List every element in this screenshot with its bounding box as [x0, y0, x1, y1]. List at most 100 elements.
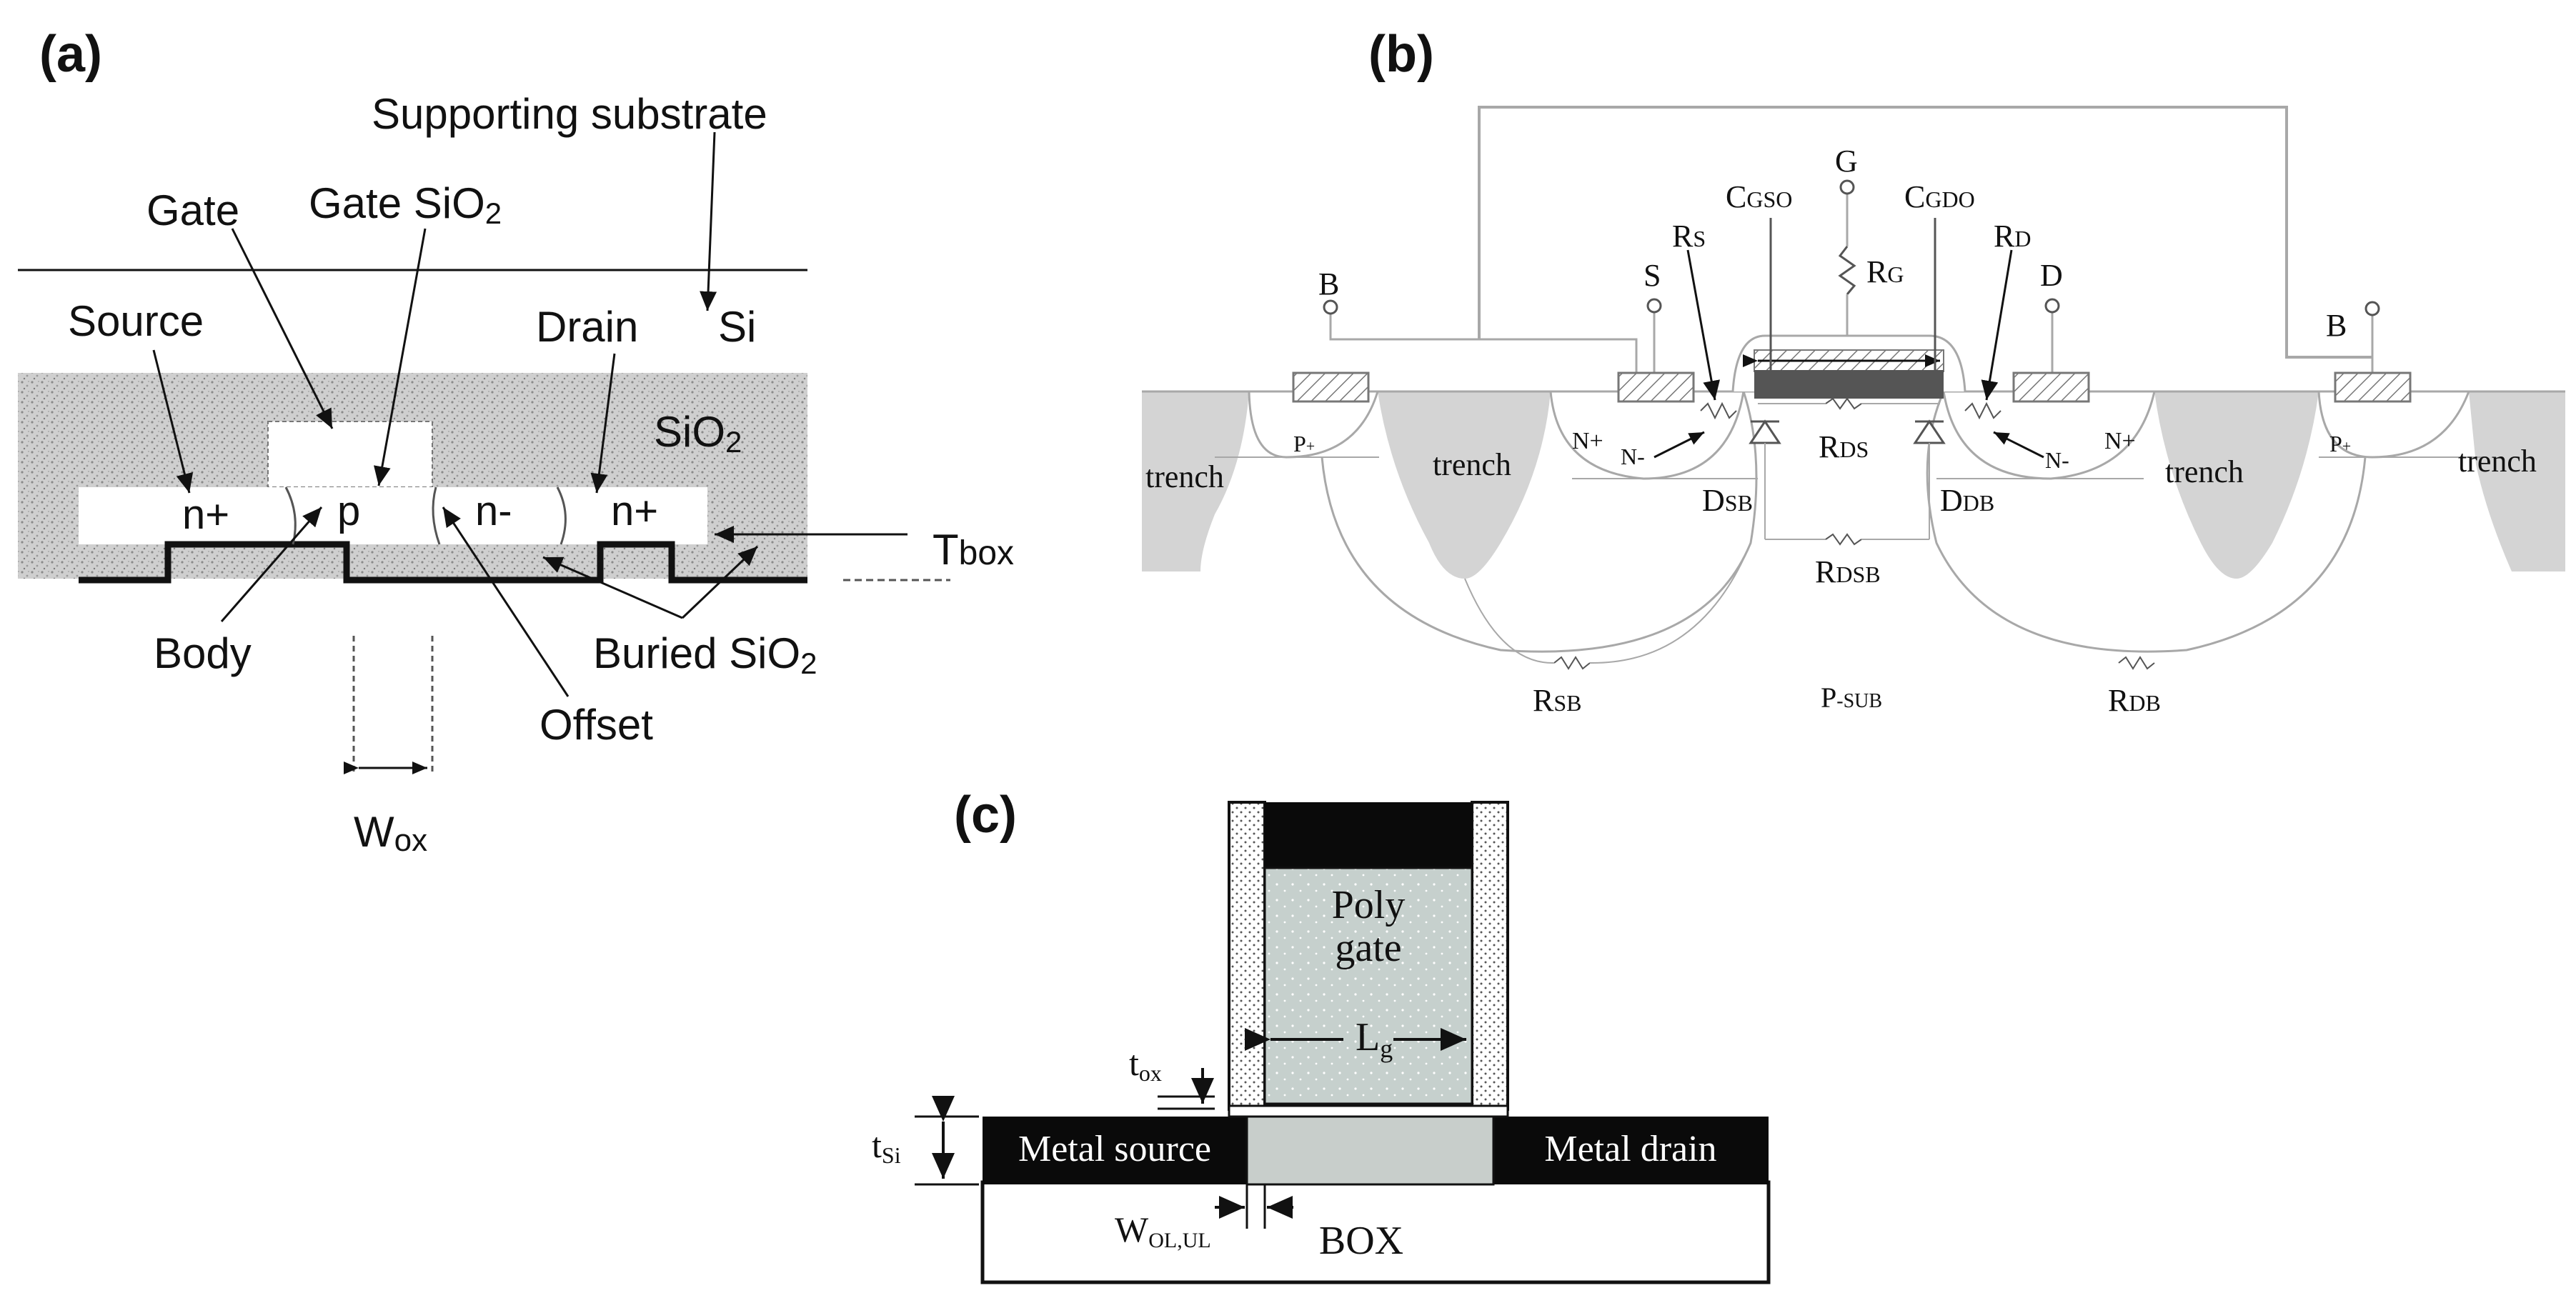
- label-trench-4: trench: [2458, 444, 2537, 479]
- trench-2: [1378, 391, 1551, 579]
- label-offset: Offset: [539, 701, 653, 749]
- ddb-text: D: [1940, 483, 1963, 518]
- rdsb-sub: DSB: [1836, 561, 1880, 587]
- label-drain-a: Drain: [536, 303, 638, 351]
- label-rsb: RSB: [1533, 683, 1582, 718]
- tbox-sub: box: [959, 534, 1014, 572]
- p-plus-left-text: P: [1293, 431, 1306, 456]
- rs-sub: S: [1693, 226, 1706, 251]
- sio2-sub: 2: [725, 425, 742, 459]
- wolul-sub: OL,UL: [1148, 1229, 1210, 1252]
- rd-sub: D: [2014, 226, 2031, 251]
- p-sub-text: P: [1821, 682, 1836, 714]
- contact-b-left: [1292, 371, 1370, 403]
- label-tsi: tSi: [872, 1125, 901, 1168]
- channel-region: [1245, 1115, 1495, 1186]
- label-n-minus: n-: [475, 488, 512, 534]
- label-rds: RDS: [1819, 429, 1869, 464]
- dsb-sub: SB: [1725, 490, 1753, 516]
- label-rdb: RDB: [2108, 683, 2161, 718]
- label-gate-c: gate: [1335, 926, 1401, 970]
- label-tbox: Tbox: [933, 526, 1014, 574]
- rsb-text: R: [1533, 683, 1554, 718]
- label-s: S: [1643, 258, 1661, 293]
- gate-cap: [1265, 802, 1472, 868]
- box-layer: [980, 1180, 1771, 1284]
- panel-a-label: (a): [39, 26, 102, 83]
- tsi-sub: Si: [882, 1142, 901, 1168]
- rds-sub: DS: [1839, 436, 1869, 462]
- contact-d: [2012, 371, 2090, 403]
- panel-c-label: (c): [954, 787, 1017, 844]
- label-cgdo: CGDO: [1904, 179, 1975, 214]
- buried-sio2-text: Buried SiO: [593, 629, 800, 677]
- dsb-text: D: [1702, 483, 1725, 518]
- rd-text: R: [1994, 219, 2015, 254]
- cgso-text: C: [1726, 179, 1746, 214]
- panel-a: (a) Supporting substrate Gate Gate SiO2: [18, 26, 1014, 858]
- label-n-plus-b-left: N+: [1572, 428, 1603, 454]
- gate-electrode: [267, 421, 433, 488]
- trench-1: [1142, 391, 1249, 571]
- label-gate-sio2: Gate SiO2: [309, 179, 502, 230]
- gate-oxide-bar: [1754, 370, 1944, 399]
- label-source-a: Source: [68, 297, 204, 345]
- left-spacer: [1228, 801, 1266, 1111]
- tox-sub: ox: [1139, 1060, 1162, 1086]
- label-n-plus-b-right: N+: [2104, 428, 2136, 454]
- metal-source-region: [983, 1117, 1247, 1184]
- contact-s: [1617, 371, 1695, 403]
- label-d: D: [2040, 258, 2063, 293]
- cgdo-text: C: [1904, 179, 1925, 214]
- tsi-text: t: [872, 1125, 882, 1165]
- label-body: Body: [154, 629, 252, 677]
- label-dsb: DSB: [1702, 483, 1753, 518]
- contact-b-right: [2334, 371, 2412, 403]
- buried-sio2-sub: 2: [800, 646, 817, 680]
- label-poly: Poly: [1332, 883, 1406, 927]
- label-p-region: p: [337, 488, 360, 534]
- label-p-sub: P-SUB: [1821, 682, 1882, 714]
- label-n-minus-b-right: N-: [2045, 447, 2069, 473]
- label-n-plus-left: n+: [182, 491, 229, 538]
- rdb-sub: DB: [2129, 690, 2160, 716]
- label-wolul: WOL,UL: [1115, 1209, 1211, 1252]
- label-trench-3: trench: [2165, 454, 2244, 489]
- panel-c: (c) Poly gate Lg tox tSi Meta: [872, 787, 1771, 1284]
- label-b-right: B: [2326, 308, 2347, 343]
- panel-b: (b): [1142, 26, 2565, 718]
- rs-text: R: [1672, 219, 1694, 254]
- gate-sio2-sub: 2: [485, 196, 502, 230]
- trench-3: [2154, 391, 2319, 579]
- tbox-text: T: [933, 526, 959, 574]
- label-metal-source: Metal source: [1018, 1129, 1211, 1169]
- rdb-text: R: [2108, 683, 2129, 718]
- label-ddb: DDB: [1940, 483, 1994, 518]
- cgso-sub: GSO: [1746, 186, 1792, 212]
- poly-gate-body: [1263, 867, 1473, 1105]
- label-gate-a: Gate: [146, 186, 239, 234]
- label-box: BOX: [1319, 1219, 1403, 1263]
- wolul-text: W: [1115, 1209, 1149, 1249]
- rg-sub: G: [1887, 261, 1904, 287]
- label-wox: Wox: [354, 808, 427, 858]
- label-g: G: [1835, 144, 1858, 179]
- label-sio2-a: SiO2: [654, 408, 742, 459]
- label-tox: tox: [1129, 1043, 1162, 1086]
- label-p-plus-right: P+: [2329, 431, 2351, 456]
- tox-text: t: [1129, 1043, 1139, 1083]
- label-p-plus-left: P+: [1293, 431, 1315, 456]
- label-buried-sio2: Buried SiO2: [593, 629, 817, 680]
- label-n-plus-right: n+: [611, 488, 658, 534]
- sio2-text: SiO: [654, 408, 725, 456]
- label-rd: RD: [1994, 219, 2031, 254]
- label-si: Si: [718, 303, 756, 351]
- rds-text: R: [1819, 429, 1840, 464]
- label-b-left: B: [1318, 266, 1339, 301]
- cgdo-sub: GDO: [1925, 186, 1974, 212]
- label-trench-2: trench: [1433, 447, 1511, 482]
- wox-sub: ox: [394, 823, 427, 858]
- gate-sio2-text: Gate SiO: [309, 179, 485, 227]
- rdsb-text: R: [1815, 554, 1836, 589]
- silicon-film: [79, 487, 707, 544]
